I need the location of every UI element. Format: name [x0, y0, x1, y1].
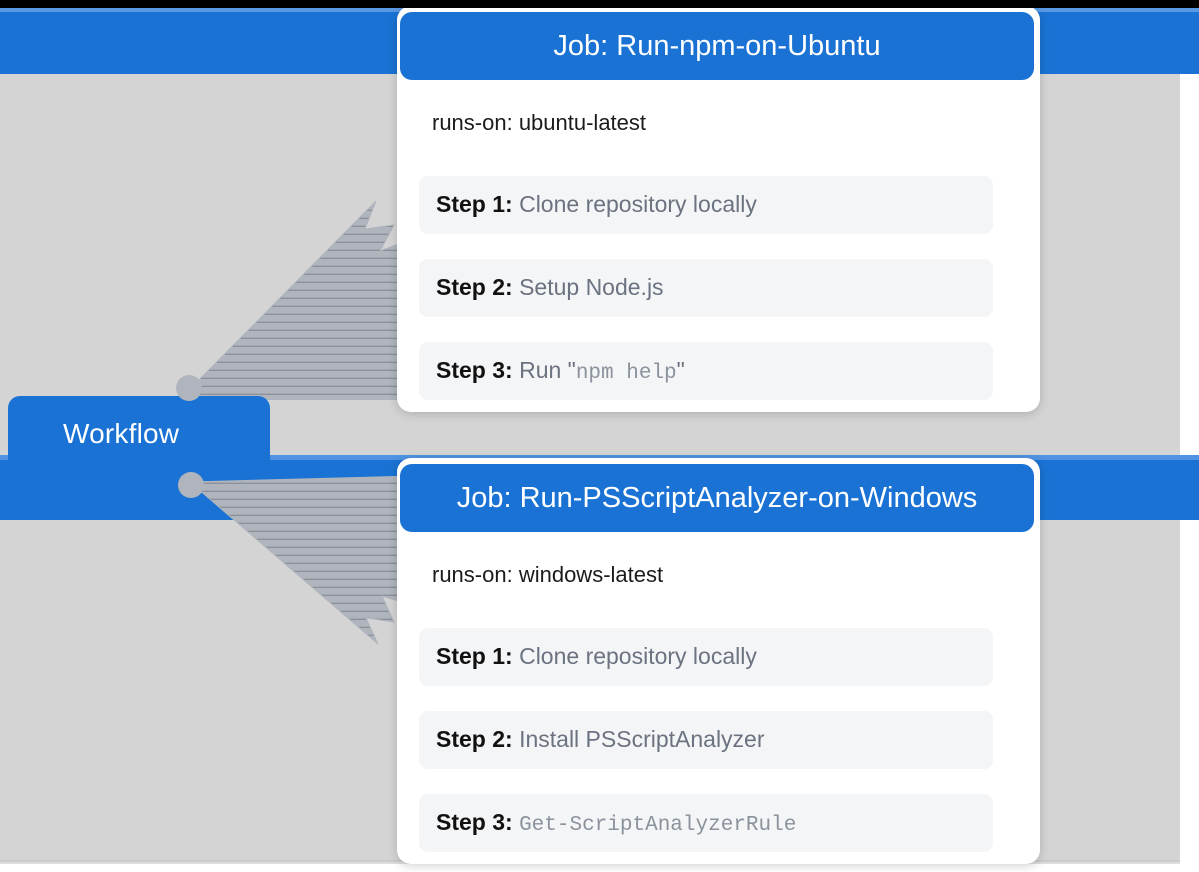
job-card-1-step-2-key: Step 2: — [436, 274, 513, 300]
decorative-band-middle-highlight — [0, 455, 1199, 460]
job-card-2-step-3-key: Step 3: — [436, 809, 513, 835]
job-card-1-step-2[interactable]: Step 2: Setup Node.js — [419, 259, 993, 317]
job-card-2-step-1-value: Clone repository locally — [519, 643, 757, 669]
job-card-2-runs-on: runs-on: windows-latest — [432, 562, 664, 587]
job-card-2-step-3-code: Get-ScriptAnalyzerRule — [519, 814, 797, 837]
job-card-1-step-3-value: Run " — [519, 357, 576, 383]
job-card-1-step-2-value: Setup Node.js — [519, 274, 664, 300]
job-card-1-title: Job: Run-npm-on-Ubuntu — [553, 29, 881, 62]
job-card-1-step-1-key: Step 1: — [436, 191, 513, 217]
job-card-1-step-3-tail: " — [676, 357, 685, 383]
job-card-2-step-2-value: Install PSScriptAnalyzer — [519, 726, 765, 752]
connector-to-job-1 — [187, 200, 413, 400]
job-card-1-step-1-value: Clone repository locally — [519, 191, 757, 217]
job-card-2-step-3[interactable]: Step 3: Get-ScriptAnalyzerRule — [419, 794, 993, 852]
job-card-2-step-2[interactable]: Step 2: Install PSScriptAnalyzer — [419, 711, 993, 769]
job-card-1-runs-on: runs-on: ubuntu-latest — [432, 110, 647, 135]
job-card-2-step-1[interactable]: Step 1: Clone repository locally — [419, 628, 993, 686]
workflow-node[interactable]: Workflow — [8, 396, 270, 472]
top-edge-strip — [0, 0, 1199, 8]
job-card-2-title: Job: Run-PSScriptAnalyzer-on-Windows — [456, 481, 978, 514]
connector-to-job-2 — [188, 476, 415, 645]
job-card-2-step-1-key: Step 1: — [436, 643, 513, 669]
job-card-2-header[interactable]: Job: Run-PSScriptAnalyzer-on-Windows — [400, 464, 1034, 532]
workflow-connector-bottom[interactable] — [178, 472, 204, 498]
workflow-node-label: Workflow — [63, 418, 180, 449]
job-card-1-step-3-key: Step 3: — [436, 357, 513, 383]
job-card-1-step-3[interactable]: Step 3: Run "npm help" — [419, 342, 993, 400]
job-card-2[interactable]: Job: Run-PSScriptAnalyzer-on-Windows run… — [397, 458, 1040, 864]
workflow-connector-top[interactable] — [176, 375, 202, 401]
job-card-1-header[interactable]: Job: Run-npm-on-Ubuntu — [400, 12, 1034, 80]
job-card-1-step-3-code: npm help — [575, 362, 677, 385]
job-card-1[interactable]: Job: Run-npm-on-Ubuntu runs-on: ubuntu-l… — [397, 6, 1040, 412]
job-card-2-step-2-key: Step 2: — [436, 726, 513, 752]
job-card-1-step-1[interactable]: Step 1: Clone repository locally — [419, 176, 993, 234]
